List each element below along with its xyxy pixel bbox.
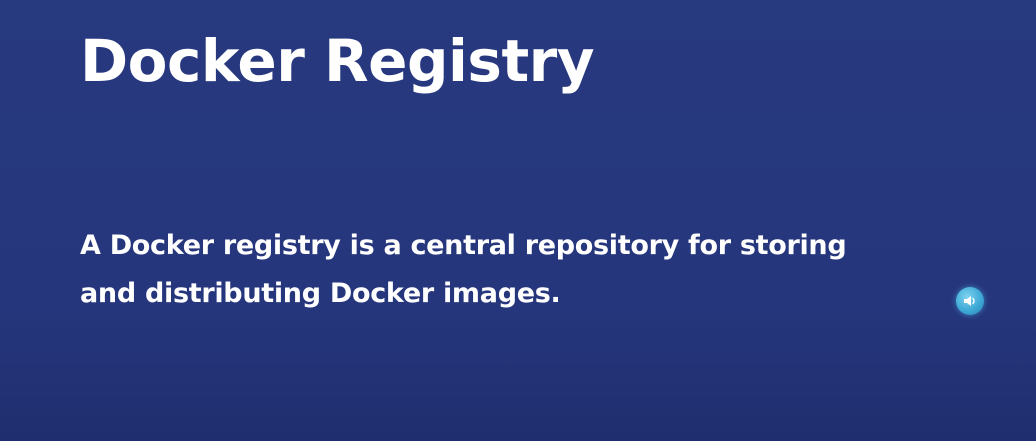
body-line: and distributing Docker images. <box>80 278 561 309</box>
slide-body-text: A Docker registry is a central repositor… <box>80 222 1010 318</box>
audio-button[interactable] <box>956 287 984 315</box>
body-line: A Docker registry is a central repositor… <box>80 230 847 261</box>
slide-title: Docker Registry <box>80 27 595 95</box>
speaker-icon <box>962 293 978 309</box>
